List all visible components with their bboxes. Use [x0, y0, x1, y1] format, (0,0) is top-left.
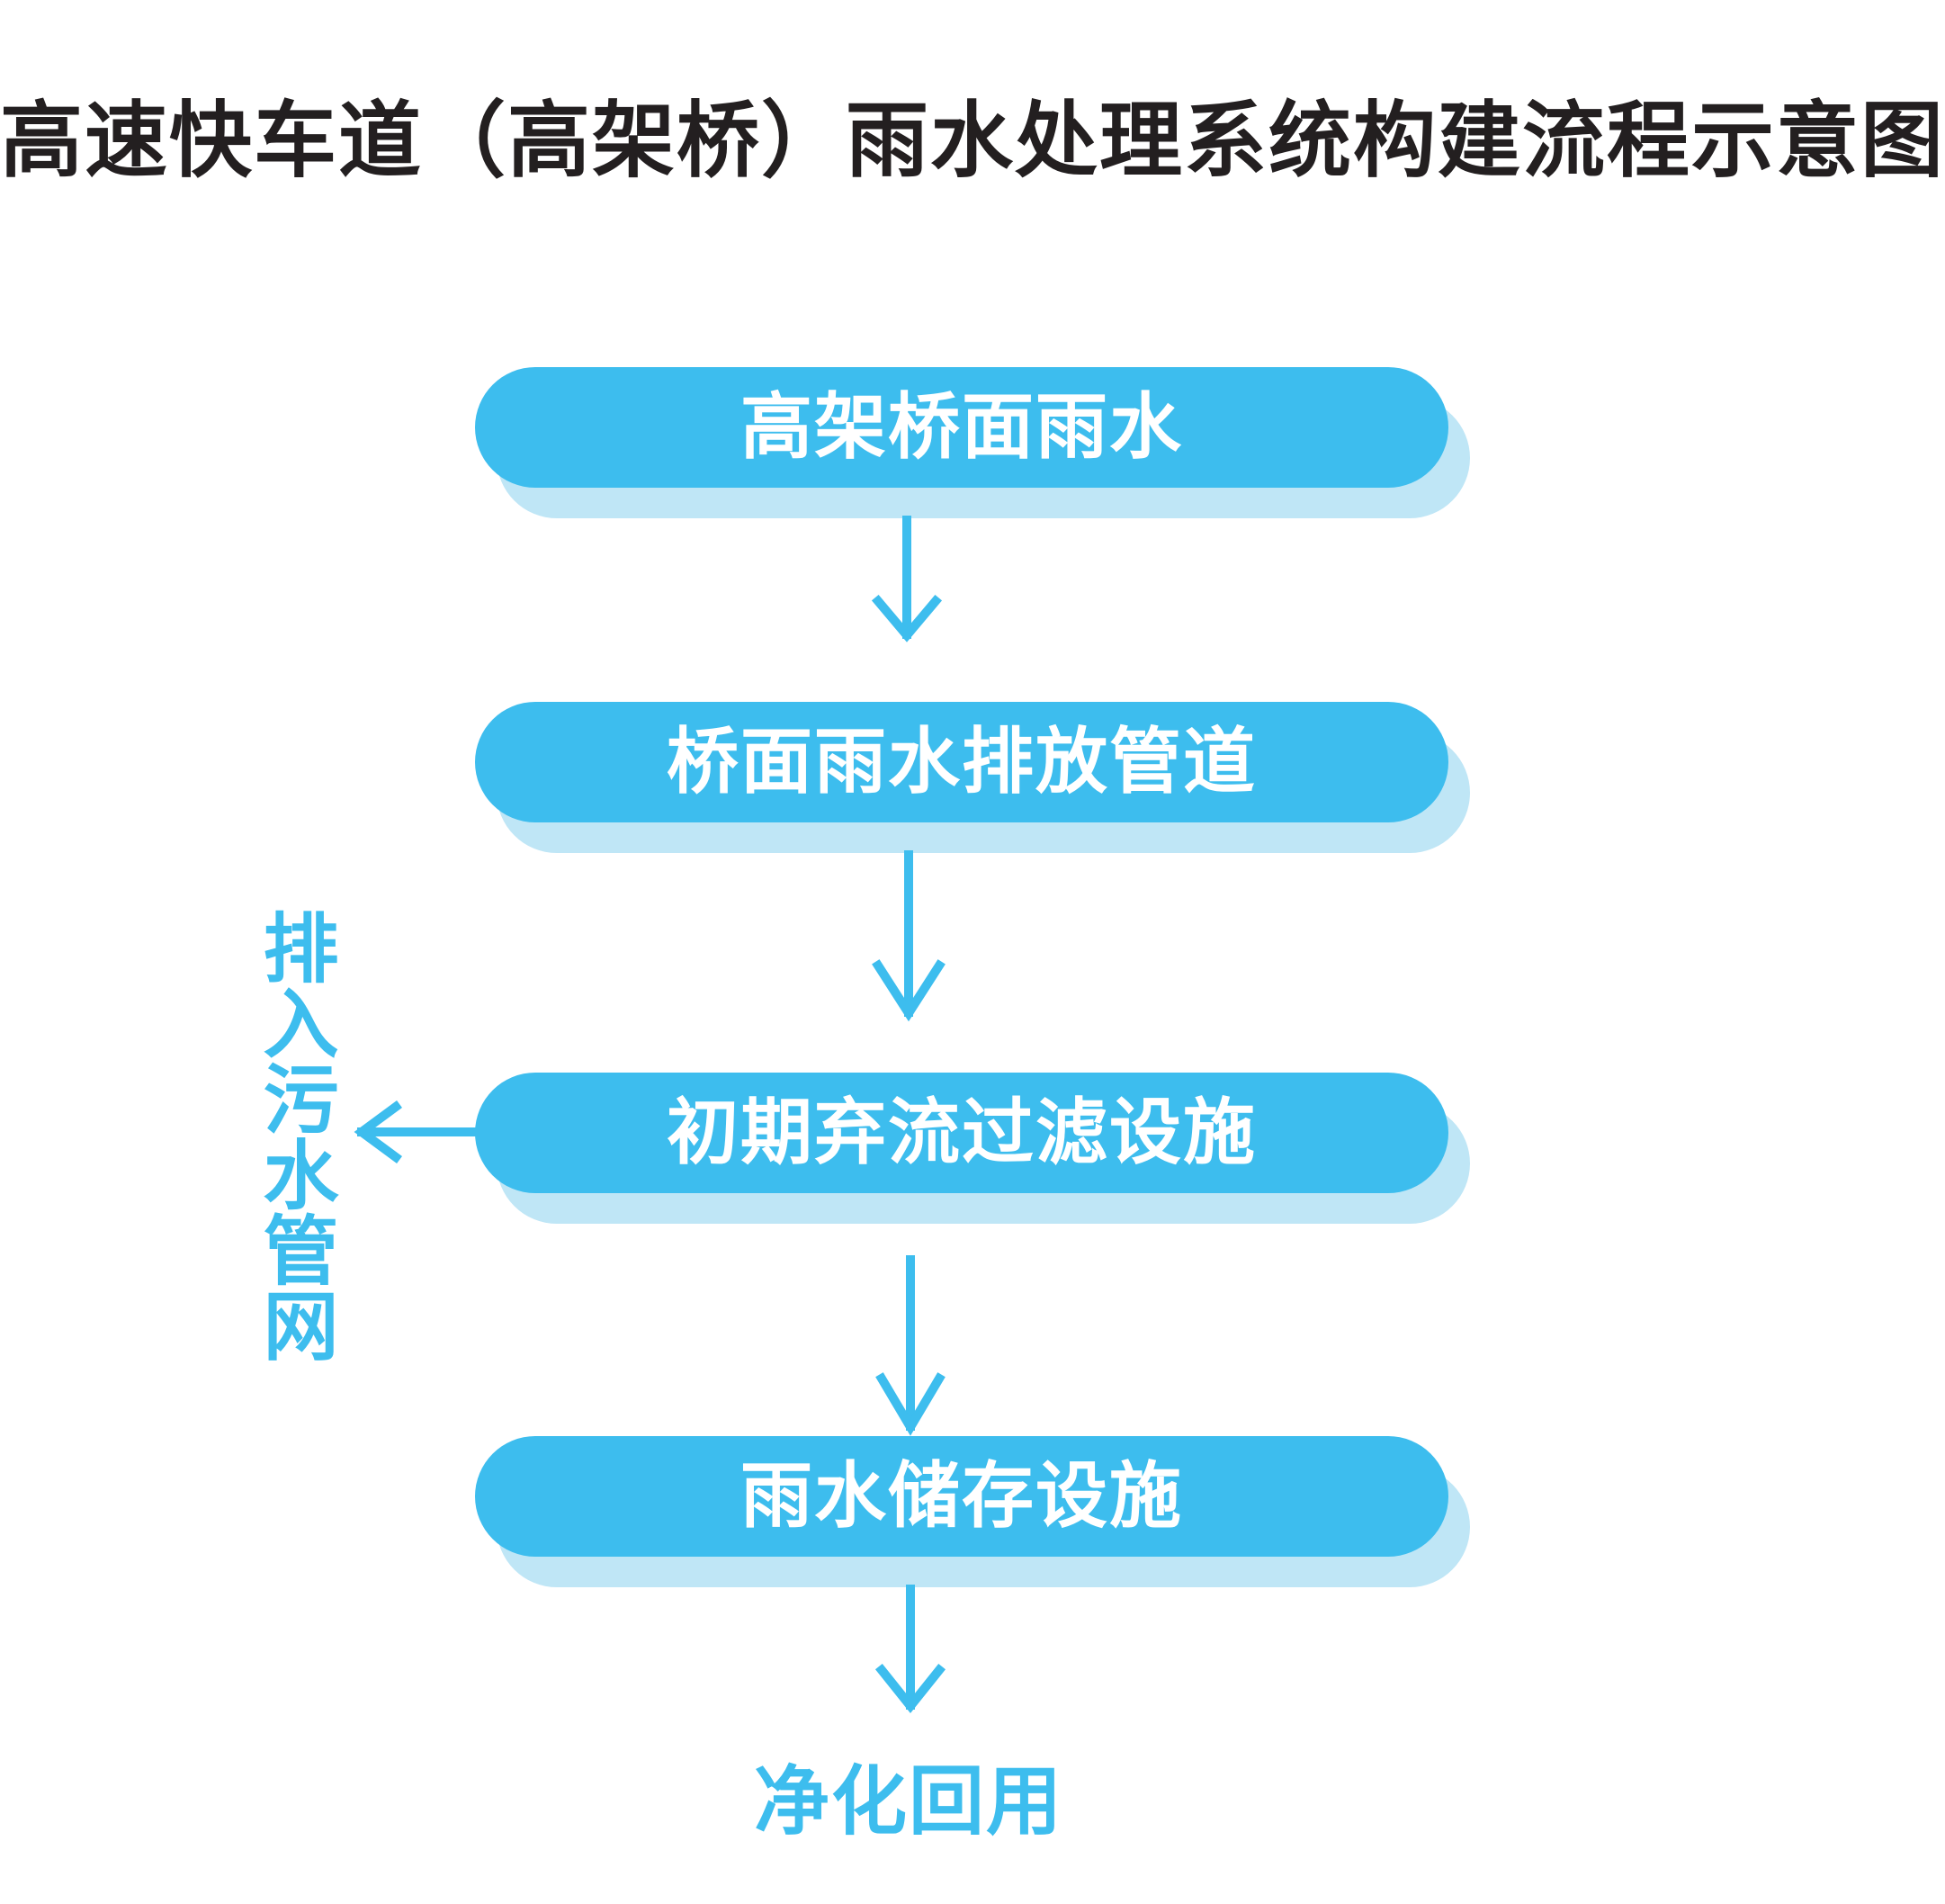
step-label: 雨水储存设施: [475, 1436, 1448, 1557]
sewer-network-label: 排入污水管网: [251, 909, 339, 1362]
step-label: 高架桥面雨水: [475, 367, 1448, 488]
step-initial-diversion-filter: 初期弃流过滤设施: [475, 1073, 1470, 1224]
down-arrow-2: [872, 850, 946, 1022]
diagram-title: 高速快车道（高架桥）雨水处理系统构建流程示意图: [0, 93, 1945, 189]
step-drainage-pipe: 桥面雨水排放管道: [475, 702, 1470, 853]
down-arrow-3: [875, 1255, 946, 1436]
down-arrow-1: [871, 516, 943, 642]
step-rainwater-storage: 雨水储存设施: [475, 1436, 1470, 1587]
down-arrow-4: [874, 1585, 946, 1714]
step-label: 桥面雨水排放管道: [475, 702, 1448, 822]
left-arrow-to-sewer: [354, 1100, 480, 1163]
step-label: 初期弃流过滤设施: [475, 1073, 1448, 1193]
reuse-label: 净化回用: [753, 1757, 1063, 1846]
step-bridge-surface-rainwater: 高架桥面雨水: [475, 367, 1470, 518]
